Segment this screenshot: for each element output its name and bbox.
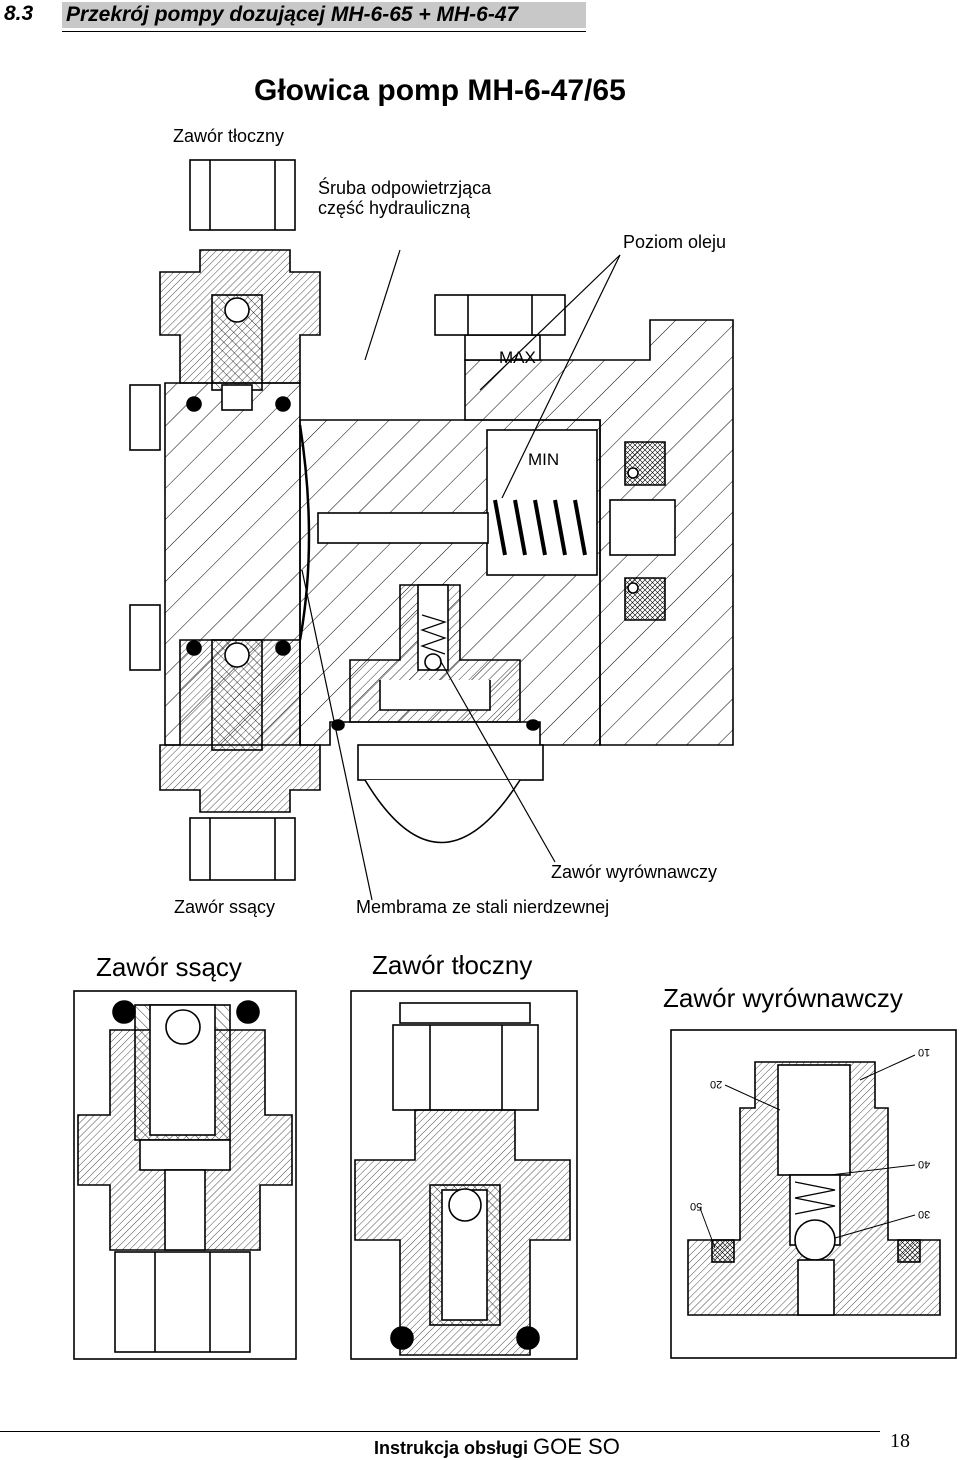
section-title: Przekrój pompy dozującej MH-6-65 + MH-6-… [62, 2, 586, 28]
suction-valve-detail [73, 990, 297, 1360]
footer-rule [0, 1431, 880, 1432]
label-max: MAX [499, 348, 536, 367]
footer-brand: GOE SO [533, 1434, 620, 1459]
label-min: MIN [528, 450, 560, 469]
label-oil-level: Poziom oleju [623, 232, 727, 252]
page-number: 18 [890, 1430, 910, 1452]
label-suction-valve: Zawór ssący [174, 897, 276, 917]
header-rule [62, 31, 586, 32]
compensation-detail-title: Zawór wyrównawczy [663, 983, 903, 1013]
suction-detail-title: Zawór ssący [96, 952, 242, 982]
label-diaphragm: Membrama ze stali nierdzewnej [356, 897, 610, 917]
callout-50: 50 [690, 1200, 703, 1212]
callout-20: 20 [710, 1078, 723, 1090]
main-figure-title: Głowica pomp MH-6-47/65 [254, 74, 626, 107]
discharge-detail-title: Zawór tłoczny [372, 950, 533, 980]
main-pump-section [129, 159, 734, 901]
callout-10: 10 [918, 1046, 931, 1058]
discharge-valve-detail [350, 990, 578, 1360]
section-number: 8.3 [4, 2, 34, 25]
footer-text: Instrukcja obsługi GOE SO [374, 1434, 620, 1460]
label-vent-screw-1: Śruba odpowietrzjąca [318, 178, 492, 198]
callout-40: 40 [918, 1158, 931, 1170]
callout-30: 30 [918, 1208, 931, 1220]
footer-manual-text: Instrukcja obsługi [374, 1438, 529, 1458]
compensation-valve-detail [670, 1029, 957, 1359]
label-compensation-valve: Zawór wyrównawczy [551, 862, 718, 882]
label-discharge-valve: Zawór tłoczny [173, 126, 285, 146]
label-vent-screw-2: część hydrauliczną [318, 198, 471, 218]
